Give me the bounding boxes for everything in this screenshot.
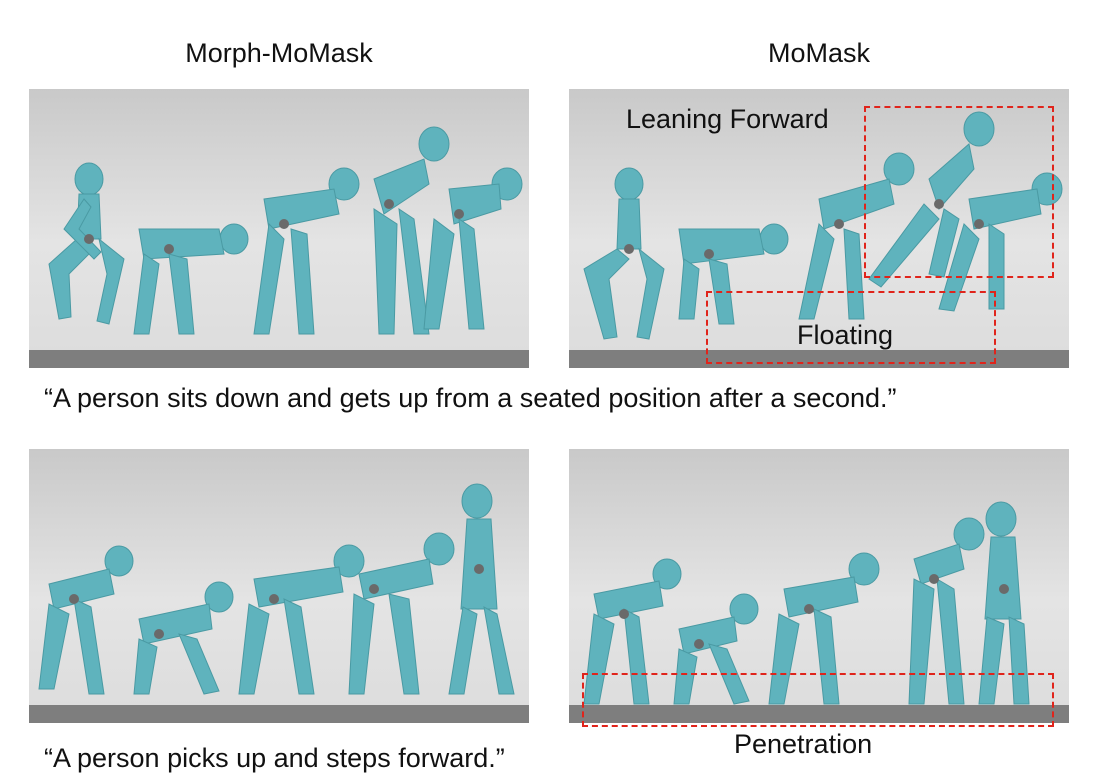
humanoid-figures bbox=[38, 483, 515, 695]
penetration-label: Penetration bbox=[734, 729, 873, 759]
humanoid-figures bbox=[583, 111, 1063, 340]
panel-morph-momask-sit bbox=[29, 89, 529, 368]
humanoid-figures bbox=[583, 501, 1030, 705]
leaning-forward-label: Leaning Forward bbox=[626, 104, 829, 134]
right-column-title: MoMask bbox=[767, 38, 870, 68]
leaning-forward-highlight-box bbox=[864, 106, 1054, 278]
floating-label: Floating bbox=[797, 320, 894, 350]
humanoid-figures bbox=[48, 126, 523, 335]
left-column-title: Morph-MoMask bbox=[185, 38, 373, 68]
penetration-highlight-box bbox=[582, 673, 1054, 727]
panel-morph-momask-pickup bbox=[29, 449, 529, 723]
row-1-caption: “A person sits down and gets up from a s… bbox=[44, 383, 897, 413]
floating-highlight-box bbox=[706, 291, 996, 364]
panel-momask-sit bbox=[569, 89, 1069, 368]
panel-momask-pickup bbox=[569, 449, 1069, 723]
row-2-caption: “A person picks up and steps forward.” bbox=[44, 743, 505, 773]
